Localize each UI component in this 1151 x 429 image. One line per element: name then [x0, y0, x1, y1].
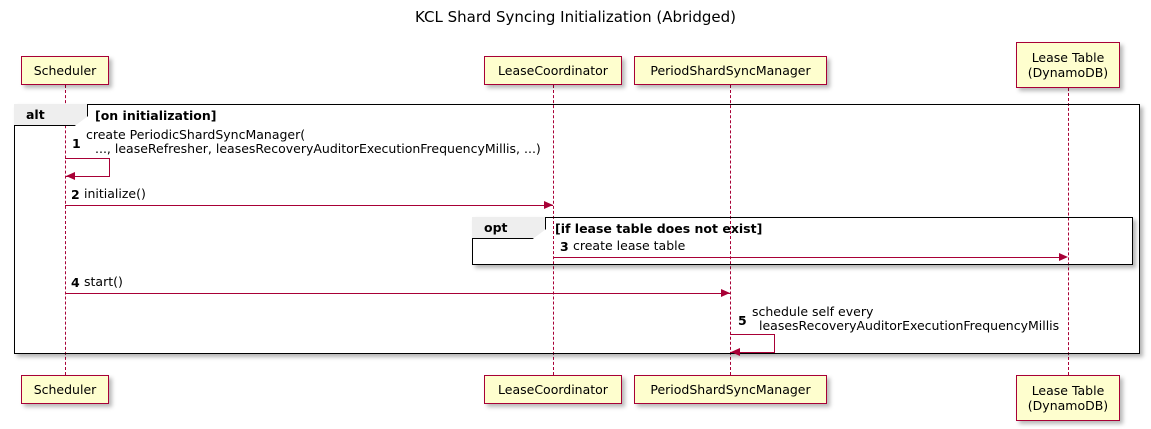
message-1-self-loop	[65, 158, 110, 177]
lifeline-period-shard-sync-manager	[730, 85, 731, 375]
message-3-number: 3	[560, 239, 569, 254]
participant-label: LeaseCoordinator	[498, 382, 608, 397]
message-4-line	[65, 293, 730, 294]
participant-scheduler-top[interactable]: Scheduler	[21, 56, 109, 85]
participant-lease-table-bottom[interactable]: Lease Table (DynamoDB)	[1016, 375, 1120, 421]
message-1-label-line1: create PeriodicShardSyncManager(	[86, 127, 306, 142]
participant-label-line2: (DynamoDB)	[1027, 65, 1109, 80]
message-5-arrowhead	[731, 348, 740, 356]
message-5-self-loop	[730, 334, 775, 353]
message-3-label: create lease table	[573, 238, 686, 253]
message-4-label: start()	[84, 274, 123, 289]
participant-period-shard-sync-manager-bottom[interactable]: PeriodShardSyncManager	[634, 375, 827, 404]
participant-lease-coordinator-bottom[interactable]: LeaseCoordinator	[484, 375, 622, 404]
message-1-arrowhead	[66, 172, 75, 180]
message-3-line	[553, 257, 1059, 258]
fragment-opt-guard: [if lease table does not exist]	[555, 221, 763, 236]
participant-label: PeriodShardSyncManager	[650, 63, 811, 78]
participant-label-line2: (DynamoDB)	[1027, 398, 1109, 413]
participant-period-shard-sync-manager-top[interactable]: PeriodShardSyncManager	[634, 56, 827, 85]
lifeline-lease-table	[1068, 88, 1069, 375]
message-4-arrowhead	[721, 288, 730, 297]
message-2-number: 2	[71, 187, 80, 202]
message-3-arrowhead	[1059, 252, 1068, 261]
fragment-opt-tab: opt	[472, 217, 546, 239]
fragment-opt	[472, 217, 1133, 265]
message-5-label-line2: leasesRecoveryAuditorExecutionFrequencyM…	[759, 318, 1060, 333]
message-1-label-line2: ..., leaseRefresher, leasesRecoveryAudit…	[95, 141, 541, 156]
message-2-line	[65, 205, 553, 206]
message-2-arrowhead	[544, 200, 553, 209]
message-4-number: 4	[71, 275, 80, 290]
participant-lease-coordinator-top[interactable]: LeaseCoordinator	[484, 56, 622, 85]
fragment-alt-operator: alt	[26, 107, 45, 122]
message-1-number: 1	[72, 136, 81, 151]
participant-lease-table-top[interactable]: Lease Table (DynamoDB)	[1016, 42, 1120, 88]
fragment-alt-guard: [on initialization]	[95, 108, 217, 123]
lifeline-scheduler	[65, 85, 66, 375]
fragment-alt-tab: alt	[14, 104, 88, 126]
participant-label: LeaseCoordinator	[498, 63, 608, 78]
fragment-opt-operator: opt	[484, 220, 508, 235]
diagram-title: KCL Shard Syncing Initialization (Abridg…	[415, 8, 736, 26]
message-5-number: 5	[738, 313, 747, 328]
participant-scheduler-bottom[interactable]: Scheduler	[21, 375, 109, 404]
participant-label-line1: Lease Table	[1031, 50, 1105, 65]
lifeline-lease-coordinator	[553, 85, 554, 375]
participant-label: PeriodShardSyncManager	[650, 382, 811, 397]
message-2-label: initialize()	[84, 186, 146, 201]
participant-label: Scheduler	[33, 382, 97, 397]
fragment-alt	[14, 104, 1140, 354]
message-5-label-line1: schedule self every	[752, 304, 874, 319]
participant-label: Scheduler	[33, 63, 97, 78]
participant-label-line1: Lease Table	[1031, 383, 1105, 398]
